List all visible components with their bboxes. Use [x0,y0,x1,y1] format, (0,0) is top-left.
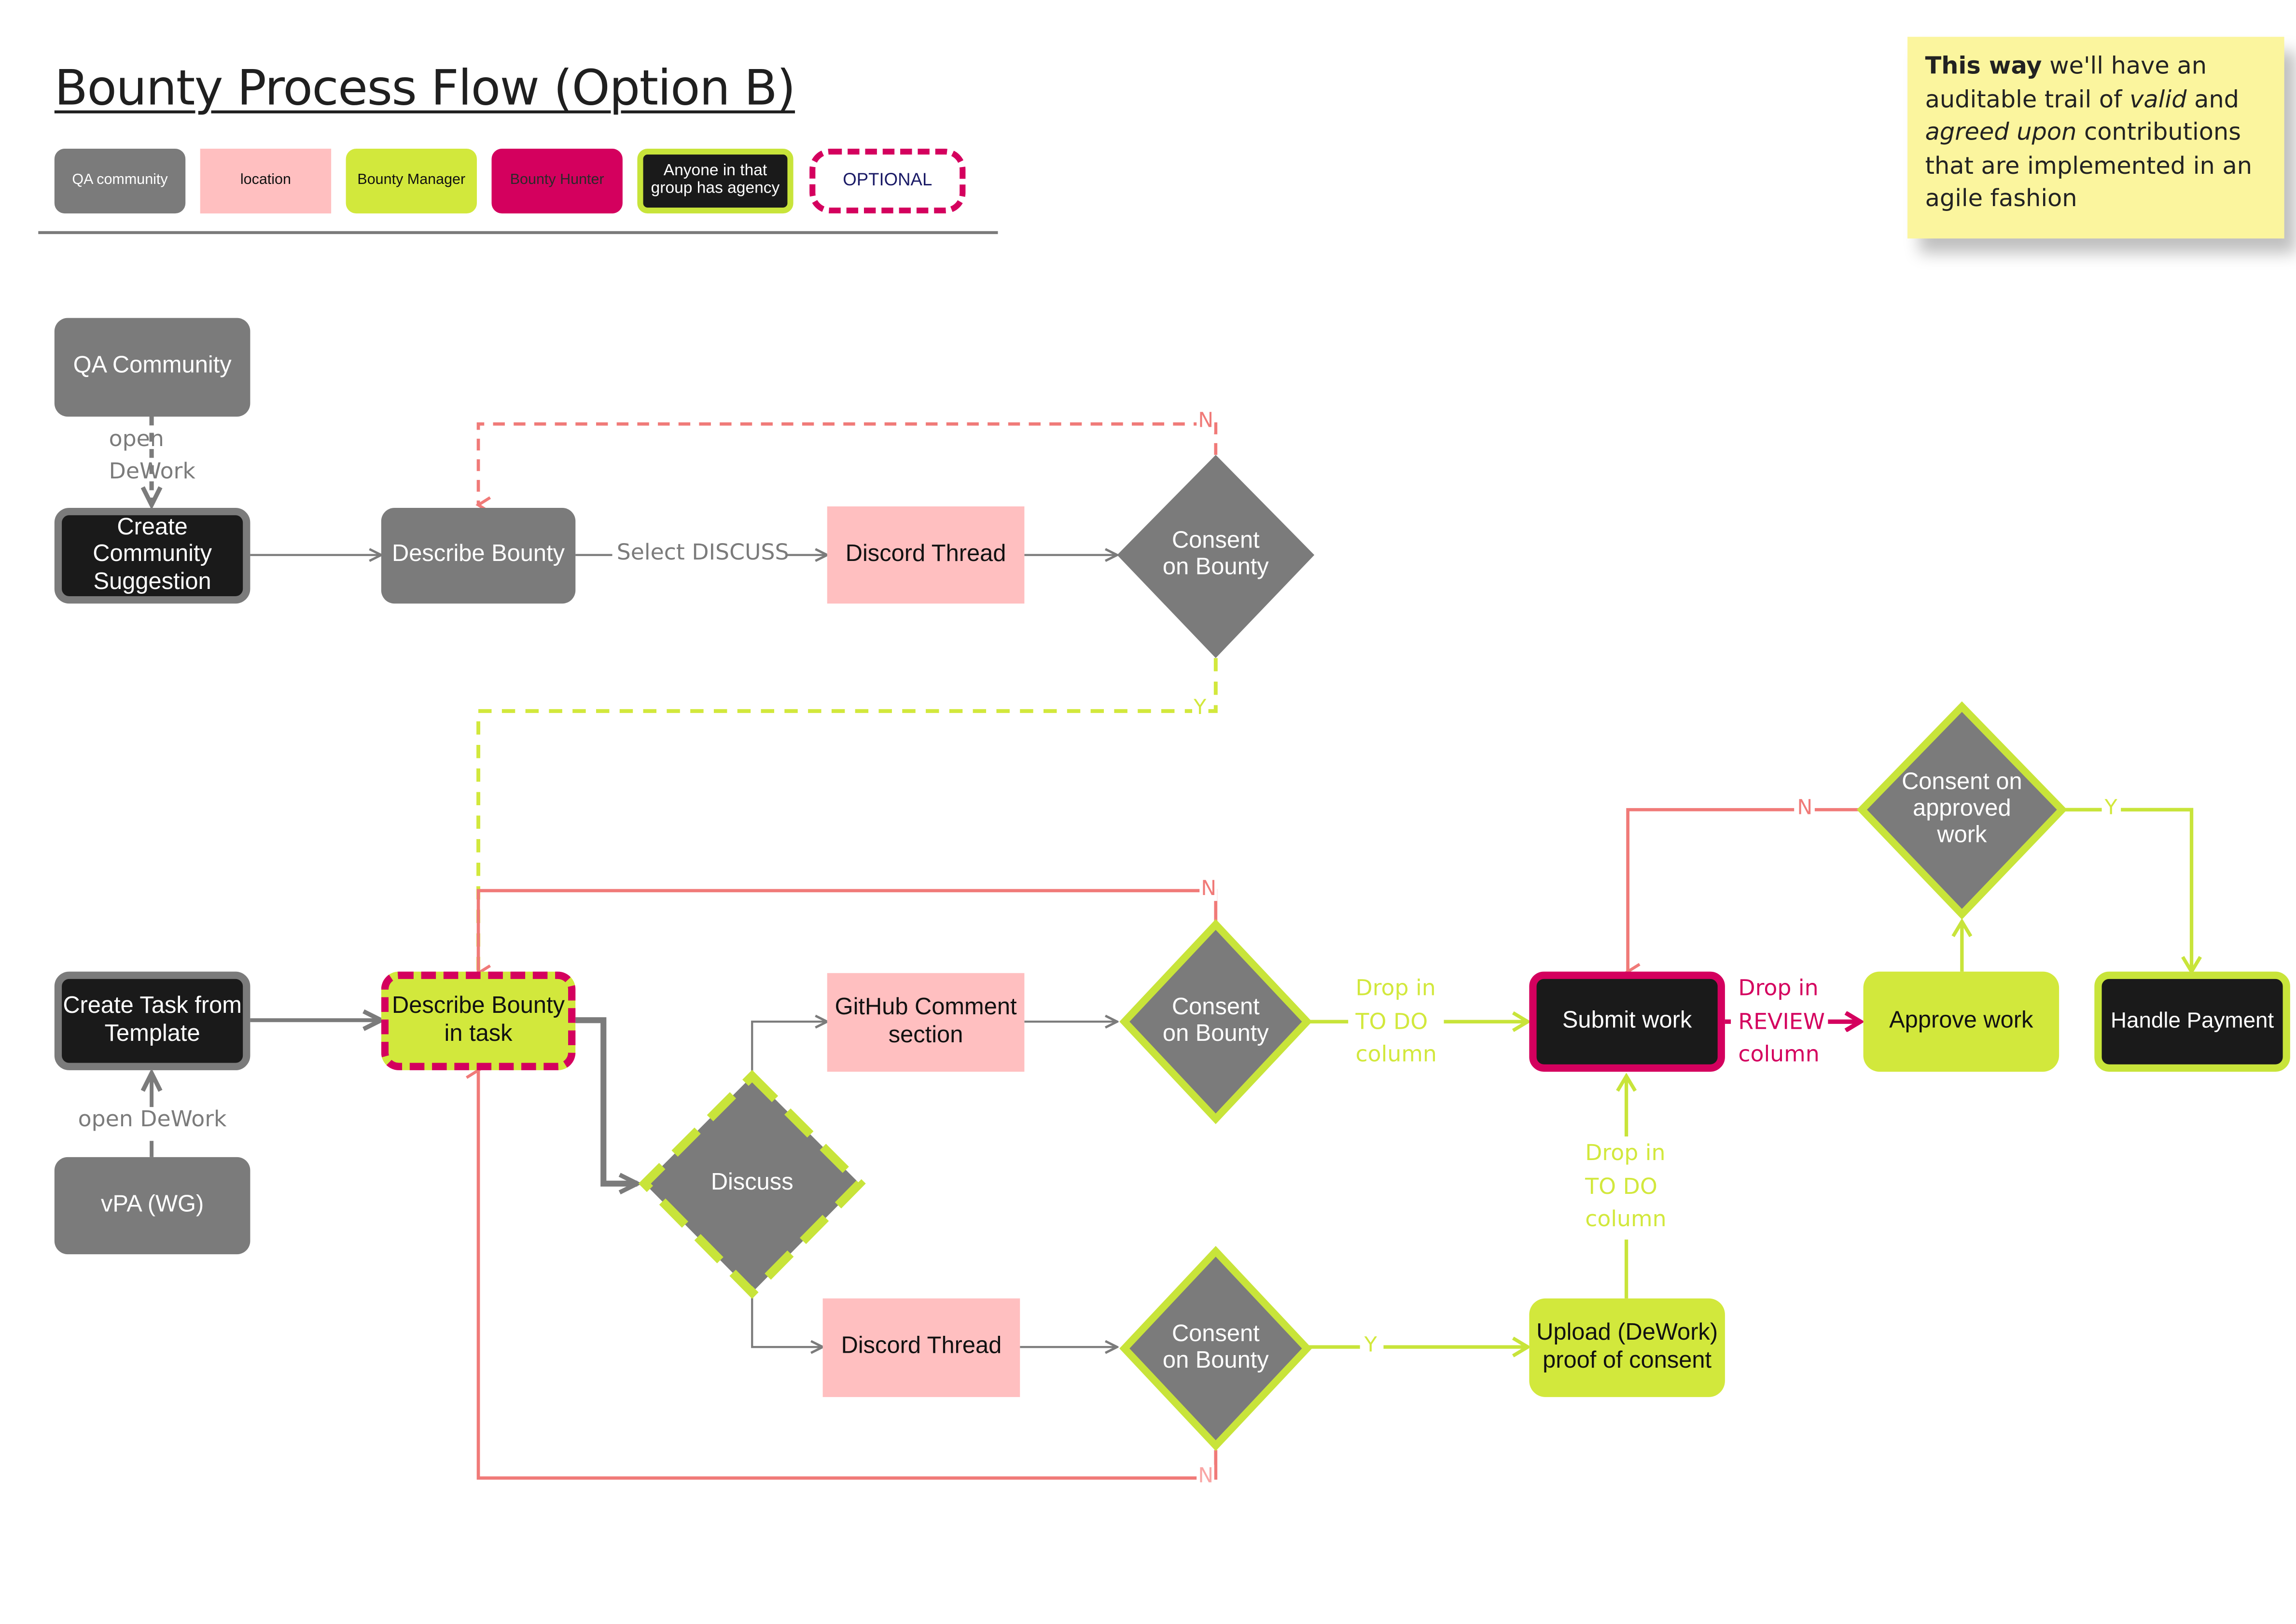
label-y-low: Y [1363,1333,1378,1358]
edge-discuss-to-discord [751,1292,822,1347]
note-bold: This way [1925,51,2042,80]
label-select-discuss: Select DISCUSS [616,539,789,565]
node-discord-thread-bottom[interactable]: Discord Thread [822,1298,1020,1397]
legend-bounty-hunter: Bounty Hunter [491,148,623,214]
node-qa-community[interactable]: QA Community [54,318,250,417]
note-italic-1: valid [2129,84,2187,113]
page-title: Bounty Process Flow (Option B) [54,58,796,116]
discuss-diamond-border [638,1070,866,1299]
node-upload-proof[interactable]: Upload (DeWork) proof of consent [1529,1298,1725,1397]
note-text-3: contributions that are implemented in an… [1925,118,2253,213]
sticky-note: This way we'll have an auditable trail o… [1907,37,2284,239]
consent-low-diamond[interactable] [1119,1246,1312,1451]
consent-mid-diamond[interactable] [1119,919,1312,1124]
label-drop-todo-2: Drop in TO DO column [1585,1139,1667,1232]
consent-top-diamond[interactable] [1117,455,1315,658]
label-y-approved: Y [2101,796,2120,820]
consent-mid-label: Consent on Bounty [1162,995,1269,1047]
edge-describe-to-discuss [575,1017,637,1183]
legend-qa-community: QA community [54,148,186,214]
node-github[interactable]: GitHub Comment section [827,973,1025,1072]
node-submit-work[interactable]: Submit work [1529,971,1725,1072]
node-handle-payment[interactable]: Handle Payment [2094,971,2290,1072]
discuss-label: Discuss [710,1170,793,1196]
note-italic-2: agreed upon [1925,118,2077,146]
node-discord-thread-top[interactable]: Discord Thread [827,506,1025,604]
consent-approved-diamond[interactable] [1856,701,2067,920]
label-drop-todo-1: Drop in TO DO column [1355,974,1437,1067]
note-text-1: we'll have an auditable trail of [1925,51,2207,113]
node-describe-bounty[interactable]: Describe Bounty [381,508,576,604]
note-text-2: and [2186,84,2240,113]
label-n-top: N [1197,409,1215,433]
legend-location: location [200,148,332,214]
consent-top-label: Consent on Bounty [1162,529,1269,580]
edge-consent-mid-n [475,889,1218,982]
consent-approved-label: Consent on approved work [1902,770,2022,848]
node-approve-work[interactable]: Approve work [1863,971,2059,1072]
legend-optional: OPTIONAL [809,148,966,214]
label-drop-review: Drop in REVIEW column [1738,974,1825,1067]
label-y-top: Y [1192,696,1208,720]
legend-divider [38,231,998,234]
node-create-suggestion[interactable]: Create Community Suggestion [54,508,250,604]
label-n-mid: N [1199,877,1218,901]
edge-discuss-to-github [751,1022,827,1077]
node-describe-in-task[interactable]: Describe Bounty in task [381,971,576,1070]
edge-consent-approved-n [1625,808,1859,980]
edge-consent-low-n [466,1062,1218,1480]
edge-consent-top-y [476,658,1218,972]
label-open-dework-bottom: open DeWork [78,1106,227,1132]
legend-bounty-manager: Bounty Manager [346,148,477,214]
edge-consent-top-n [475,422,1218,514]
label-n-approved: N [1794,796,1816,820]
node-create-task[interactable]: Create Task from Template [54,971,250,1070]
label-open-dework-top: open DeWork [109,425,195,485]
label-n-low: N [1197,1465,1215,1488]
node-vpa[interactable]: vPA (WG) [54,1157,250,1255]
edge-consent-approved-y [2065,808,2191,971]
consent-low-label: Consent on Bounty [1162,1322,1269,1374]
legend-agency: Anyone in that group has agency [637,148,793,214]
